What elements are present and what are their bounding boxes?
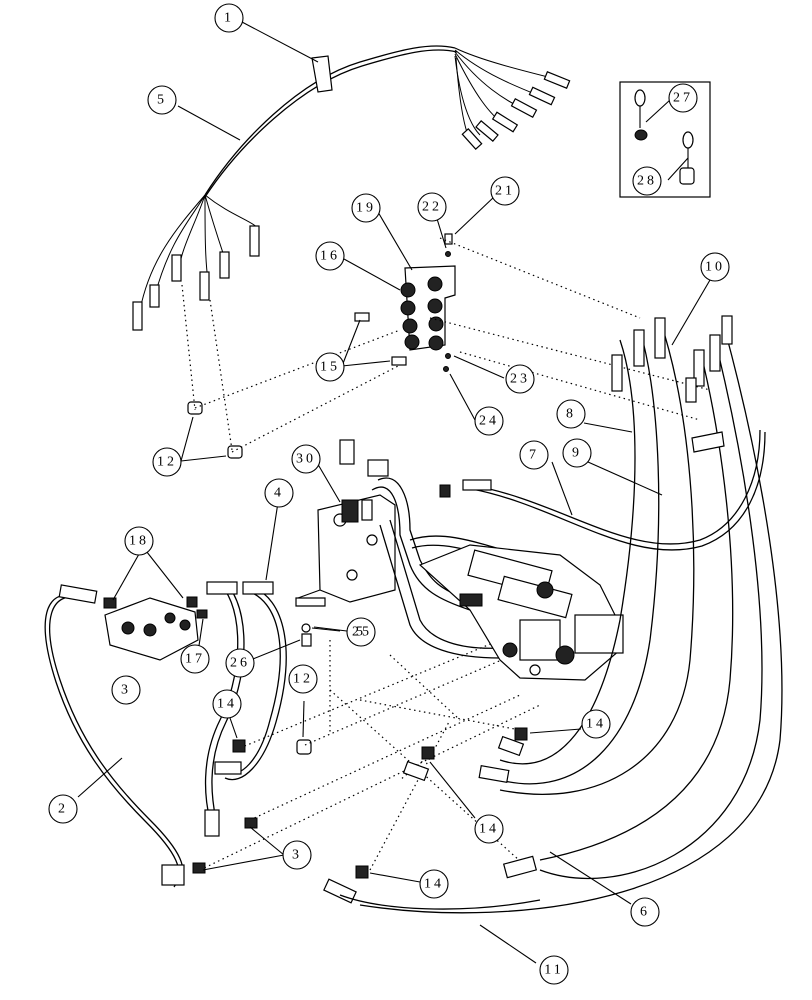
svg-text:16: 16: [320, 249, 340, 264]
dust-cap-27: [634, 89, 648, 141]
callout-4: 4: [264, 478, 294, 508]
svg-text:1: 1: [224, 11, 234, 26]
callout-8: 8: [556, 399, 586, 429]
svg-text:15: 15: [320, 360, 340, 375]
washer-23: [445, 353, 451, 359]
screw-21: [444, 233, 453, 245]
callout-24: 24: [474, 406, 504, 436]
svg-text:27: 27: [673, 91, 693, 106]
manifold-bracket: [354, 233, 456, 372]
svg-text:12: 12: [293, 672, 313, 687]
hose-7: [462, 429, 766, 551]
svg-text:17: 17: [185, 652, 205, 667]
svg-text:22: 22: [422, 200, 442, 215]
svg-text:7: 7: [529, 448, 539, 463]
svg-text:30: 30: [296, 452, 316, 467]
svg-text:19: 19: [356, 201, 376, 216]
callout-12b: 12: [288, 664, 318, 694]
callout-14d: 14: [419, 869, 449, 899]
dust-plug-28: [679, 131, 695, 185]
callout-5b: 5: [346, 617, 376, 647]
callout-28: 28: [632, 166, 662, 196]
left-valve-group: [44, 581, 528, 888]
leader-lines: [77, 21, 711, 964]
svg-text:18: 18: [129, 534, 149, 549]
svg-text:6: 6: [640, 905, 650, 920]
callout-3b: 3: [111, 675, 141, 705]
callout-5a: 5: [147, 85, 177, 115]
callout-14b: 14: [581, 709, 611, 739]
callout-19: 19: [351, 193, 381, 223]
adapter-15b: [391, 356, 407, 366]
svg-text:5: 5: [157, 93, 167, 108]
callout-7: 7: [519, 440, 549, 470]
hose-harness-top: [132, 45, 571, 331]
svg-text:14: 14: [424, 877, 444, 892]
callout-12a: 12: [152, 447, 182, 477]
callout-26: 26: [225, 648, 255, 678]
svg-text:14: 14: [586, 717, 606, 732]
solenoid-connector: [339, 439, 355, 465]
callout-14a: 14: [212, 689, 242, 719]
svg-text:14: 14: [479, 822, 499, 837]
svg-text:28: 28: [637, 174, 657, 189]
callout-15: 15: [315, 352, 345, 382]
svg-text:23: 23: [510, 372, 530, 387]
callout-2: 2: [48, 794, 78, 824]
svg-text:24: 24: [479, 414, 499, 429]
svg-text:10: 10: [705, 260, 725, 275]
callout-3a: 3: [282, 840, 312, 870]
svg-text:4: 4: [274, 486, 284, 501]
callout-6: 6: [630, 897, 660, 927]
svg-text:12: 12: [157, 455, 177, 470]
callout-23: 23: [505, 364, 535, 394]
svg-text:21: 21: [495, 184, 515, 199]
washer-22: [445, 251, 451, 257]
adapter-15a: [354, 312, 370, 322]
callout-10: 10: [700, 252, 730, 282]
callout-27: 27: [668, 83, 698, 113]
control-valve-assembly: [371, 477, 624, 681]
callout-25: 25: [352, 625, 372, 640]
svg-text:3: 3: [292, 848, 302, 863]
callout-17: 17: [180, 644, 210, 674]
svg-text:14: 14: [217, 697, 237, 712]
svg-text:9: 9: [572, 446, 582, 461]
svg-text:3: 3: [121, 683, 131, 698]
nut-24: [443, 366, 449, 372]
svg-text:26: 26: [230, 656, 250, 671]
svg-text:2: 2: [58, 802, 68, 817]
hoses-right: [323, 315, 783, 914]
callout-1: 1: [214, 3, 244, 33]
callout-21: 21: [490, 176, 520, 206]
svg-text:25: 25: [352, 625, 372, 640]
callout-9: 9: [562, 438, 592, 468]
callout-14c: 14: [474, 814, 504, 844]
svg-text:8: 8: [566, 407, 576, 422]
callout-22: 22: [417, 192, 447, 222]
callout-18: 18: [124, 526, 154, 556]
svg-text:5: 5: [356, 625, 366, 640]
svg-text:11: 11: [544, 963, 563, 978]
callout-11: 11: [539, 955, 569, 985]
tag-1: [311, 55, 333, 93]
callout-30: 30: [291, 444, 321, 474]
tag-hose: [691, 431, 725, 453]
valve-block-30: [295, 439, 396, 607]
dotted-connections: [181, 237, 711, 871]
callout-16: 16: [315, 241, 345, 271]
